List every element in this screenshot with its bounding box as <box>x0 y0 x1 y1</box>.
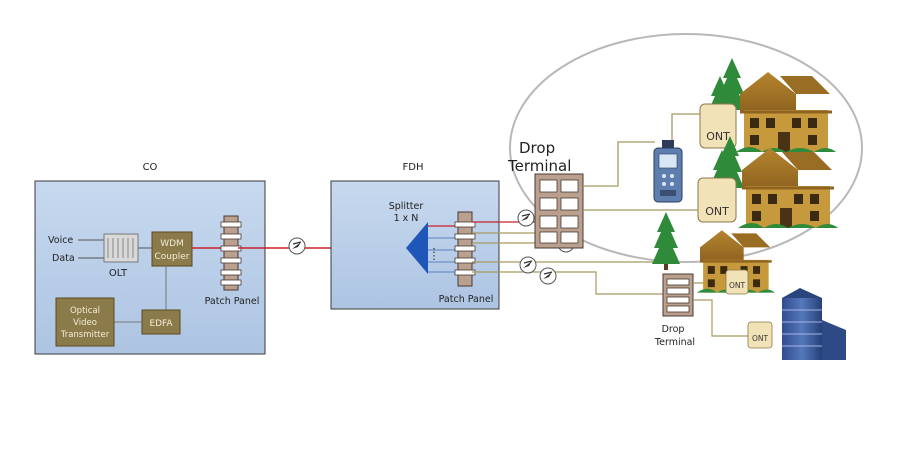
fdh-title: FDH <box>403 162 424 173</box>
wdm-coupler <box>151 231 193 267</box>
office-building-icon <box>782 288 846 360</box>
drop-terminal-large-label-line1: Drop <box>519 139 555 157</box>
otdr-meter-icon <box>653 140 683 203</box>
transmitter-label-line3: Transmitter <box>60 330 110 340</box>
olt-label: OLT <box>109 268 128 279</box>
fdh-panel: FDH Splitter 1 x N Patch Panel <box>330 162 500 310</box>
co-title: CO <box>143 162 158 173</box>
optical-splitter <box>406 222 428 274</box>
transmitter-label-line1: Optical <box>70 306 100 316</box>
data-label: Data <box>52 253 75 264</box>
ont-upper-house-label: ONT <box>706 130 730 143</box>
fiber-connector-icon <box>519 256 537 274</box>
splitter-label-line2: 1 x N <box>394 213 419 224</box>
fdh-patch-panel-label: Patch Panel <box>439 294 494 305</box>
voice-label: Voice <box>48 235 73 246</box>
fiber-connector-icon <box>517 209 535 227</box>
co-patch-panel <box>220 215 242 291</box>
central-office-panel: CO Voice Data OLT WDM Coupler EDFA <box>34 162 266 355</box>
ont-lower-house-label: ONT <box>705 205 729 218</box>
co-patch-panel-label: Patch Panel <box>205 296 260 307</box>
ont-lower-house <box>697 177 737 223</box>
edfa-amplifier <box>141 309 181 335</box>
drop-terminal-small-label-line2: Terminal <box>654 337 695 348</box>
ont-office-label: ONT <box>752 334 769 343</box>
wdm-label-line2: Coupler <box>155 252 190 262</box>
ont-street-house <box>725 269 749 295</box>
drop-terminal-small-label-line1: Drop <box>662 324 685 335</box>
olt-device <box>103 233 139 263</box>
wdm-label-line1: WDM <box>160 239 184 249</box>
optical-video-transmitter <box>55 297 115 347</box>
drop-terminal-large <box>534 173 584 249</box>
ont-upper-house <box>699 103 737 149</box>
ont-office <box>747 321 773 349</box>
fdh-patch-panel <box>454 211 476 287</box>
fiber-connector-icon <box>288 237 306 255</box>
drop-terminal-large-label-line2: Terminal <box>507 157 571 175</box>
fiber-connector-icon <box>539 267 557 285</box>
edfa-label: EDFA <box>149 319 173 329</box>
ont-street-house-label: ONT <box>729 281 746 290</box>
drop-terminal-small <box>662 273 694 317</box>
splitter-label-line1: Splitter <box>389 201 424 212</box>
transmitter-label-line2: Video <box>73 318 97 328</box>
